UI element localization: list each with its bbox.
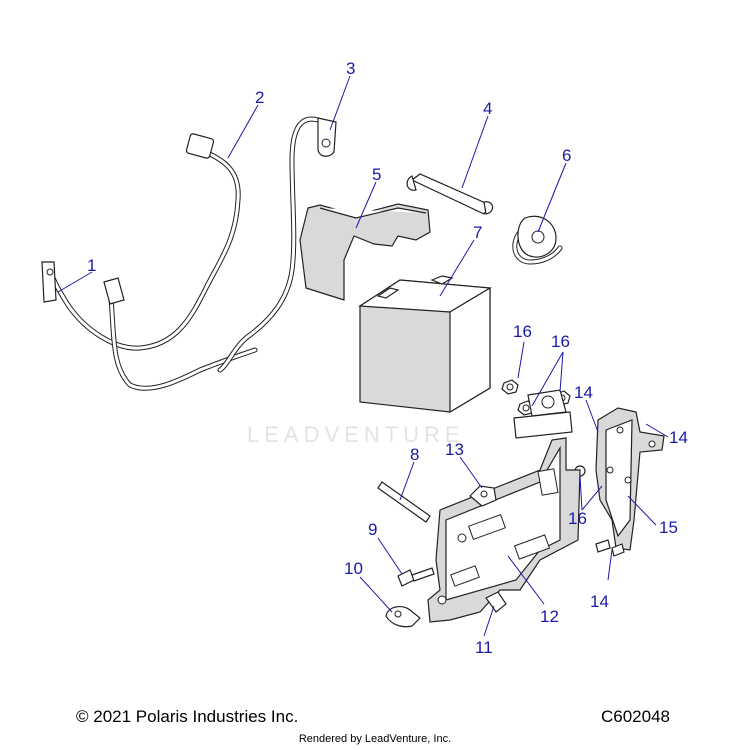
bolt <box>397 567 435 587</box>
diagram-code: C602048 <box>601 707 671 726</box>
bolts-14 <box>595 539 625 557</box>
negative-cable <box>41 133 258 391</box>
vertical-bracket <box>595 407 665 551</box>
callout-16-lower: 16 <box>568 509 587 528</box>
callout-16-left: 16 <box>513 322 532 341</box>
callout-3: 3 <box>346 59 355 78</box>
fuse-holder <box>512 215 563 265</box>
callout-14-bottom: 14 <box>590 592 609 611</box>
solenoid-bracket <box>513 389 573 439</box>
callout-5: 5 <box>372 165 381 184</box>
strap <box>406 173 494 215</box>
callout-10: 10 <box>344 559 363 578</box>
callout-1: 1 <box>87 256 96 275</box>
leader-lines <box>57 75 669 637</box>
callout-13: 13 <box>445 440 464 459</box>
callout-14-right: 14 <box>669 428 688 447</box>
callout-7: 7 <box>473 223 482 242</box>
callout-2: 2 <box>255 88 264 107</box>
callout-8: 8 <box>410 445 419 464</box>
callout-11: 11 <box>475 638 493 657</box>
callout-9: 9 <box>368 520 377 539</box>
callout-16-right: 16 <box>551 332 570 351</box>
rendered-by-text: Rendered by LeadVenture, Inc. <box>298 733 452 745</box>
callout-6: 6 <box>562 146 571 165</box>
callouts: 1 2 3 4 5 6 7 8 9 10 11 12 13 14 14 14 1… <box>87 59 688 657</box>
clamp <box>469 485 497 507</box>
fastener <box>485 591 507 613</box>
callout-12: 12 <box>540 607 559 626</box>
terminal-cover <box>299 203 431 301</box>
pad-strip <box>377 481 431 523</box>
callout-14-top: 14 <box>574 383 593 402</box>
clip <box>385 606 421 628</box>
callout-4: 4 <box>483 99 492 118</box>
battery <box>358 275 492 414</box>
parts-diagram: LEADVENTURE <box>41 59 688 657</box>
callout-15: 15 <box>659 518 678 537</box>
watermark-text: LEADVENTURE <box>247 422 465 447</box>
copyright-text: © 2021 Polaris Industries Inc. <box>76 707 299 726</box>
battery-tray <box>427 437 581 623</box>
positive-cable <box>217 116 337 373</box>
